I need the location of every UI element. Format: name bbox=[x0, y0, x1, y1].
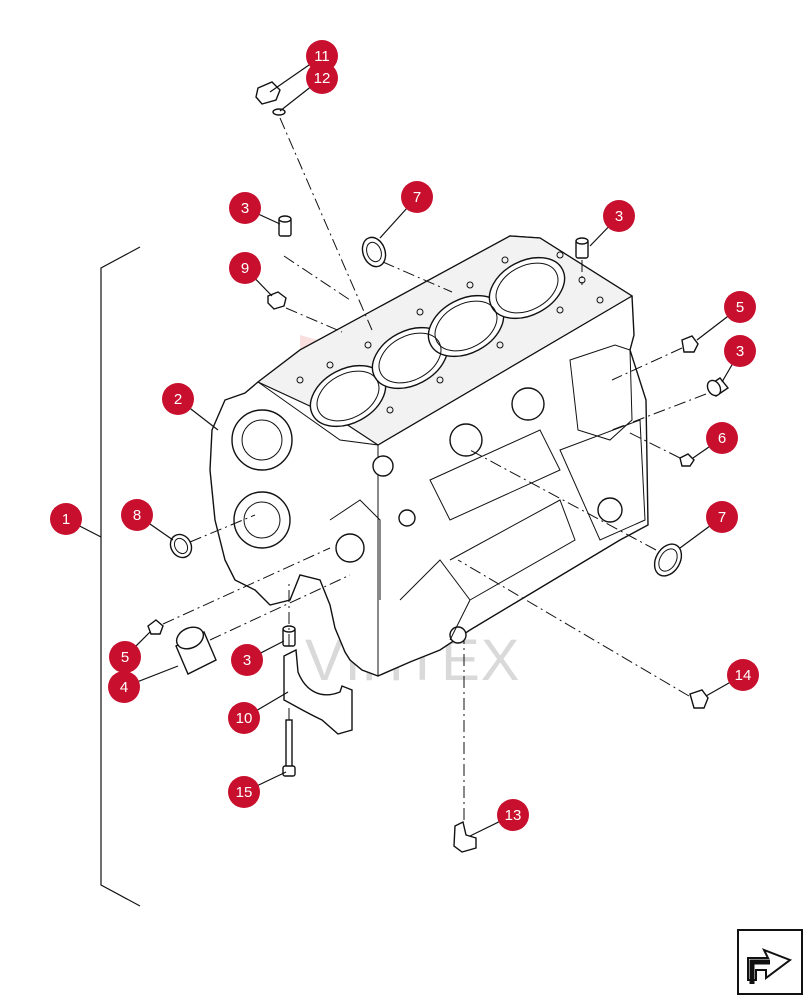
parts bbox=[147, 81, 730, 853]
svg-text:5: 5 bbox=[736, 299, 744, 316]
svg-text:2: 2 bbox=[174, 391, 182, 408]
engine-block bbox=[209, 235, 649, 677]
seal-7-right bbox=[653, 543, 683, 577]
callout-3-right: 3 bbox=[724, 335, 756, 367]
svg-text:3: 3 bbox=[615, 208, 623, 225]
svg-text:15: 15 bbox=[236, 784, 253, 801]
plug-14 bbox=[689, 689, 709, 709]
plug-6 bbox=[679, 453, 695, 467]
center-lines bbox=[162, 117, 707, 820]
svg-text:3: 3 bbox=[736, 343, 744, 360]
callout-5-left: 5 bbox=[109, 641, 141, 673]
fitting-13 bbox=[453, 820, 477, 853]
callout-3-bottom: 3 bbox=[231, 644, 263, 676]
svg-text:10: 10 bbox=[236, 710, 253, 727]
svg-text:14: 14 bbox=[735, 667, 752, 684]
svg-text:7: 7 bbox=[718, 509, 726, 526]
seal-7-top bbox=[361, 236, 387, 268]
callout-5-right: 5 bbox=[724, 291, 756, 323]
svg-text:4: 4 bbox=[120, 679, 128, 696]
callout-13: 13 bbox=[497, 799, 529, 831]
seal-8 bbox=[169, 533, 193, 559]
callout-4: 4 bbox=[108, 671, 140, 703]
callout-7-top: 7 bbox=[401, 181, 433, 213]
svg-text:12: 12 bbox=[314, 70, 331, 87]
plug-11 bbox=[255, 81, 281, 105]
callout-3-top-right: 3 bbox=[603, 200, 635, 232]
callout-15: 15 bbox=[228, 776, 260, 808]
callout-11: 11 bbox=[306, 40, 338, 72]
plug-5-right bbox=[681, 335, 699, 353]
svg-text:11: 11 bbox=[314, 48, 330, 65]
svg-text:3: 3 bbox=[243, 652, 251, 669]
bolt-15 bbox=[285, 719, 293, 769]
callouts: 11 12 3 7 3 9 5 3 2 6 1 8 7 5 3 4 14 10 … bbox=[50, 40, 759, 831]
svg-text:5: 5 bbox=[121, 649, 129, 666]
svg-text:9: 9 bbox=[241, 260, 249, 277]
svg-text:8: 8 bbox=[133, 507, 141, 524]
next-page-arrow-icon[interactable] bbox=[737, 929, 803, 995]
callout-3-top-left: 3 bbox=[229, 192, 261, 224]
plug-9 bbox=[267, 291, 287, 310]
assembly-bracket bbox=[100, 246, 141, 907]
callout-10: 10 bbox=[228, 702, 260, 734]
callout-14: 14 bbox=[727, 659, 759, 691]
svg-text:6: 6 bbox=[718, 430, 726, 447]
callout-6: 6 bbox=[706, 422, 738, 454]
svg-text:3: 3 bbox=[241, 200, 249, 217]
callout-9: 9 bbox=[229, 252, 261, 284]
washer-12 bbox=[272, 108, 286, 116]
callout-1: 1 bbox=[50, 503, 82, 535]
plug-5-left bbox=[147, 619, 164, 635]
svg-text:1: 1 bbox=[62, 511, 70, 528]
callout-7-right: 7 bbox=[706, 501, 738, 533]
svg-text:7: 7 bbox=[413, 189, 421, 206]
callout-2: 2 bbox=[162, 383, 194, 415]
svg-text:13: 13 bbox=[505, 807, 522, 824]
bearing-cap-10 bbox=[283, 648, 353, 735]
callout-8: 8 bbox=[121, 499, 153, 531]
callout-12: 12 bbox=[306, 62, 338, 94]
